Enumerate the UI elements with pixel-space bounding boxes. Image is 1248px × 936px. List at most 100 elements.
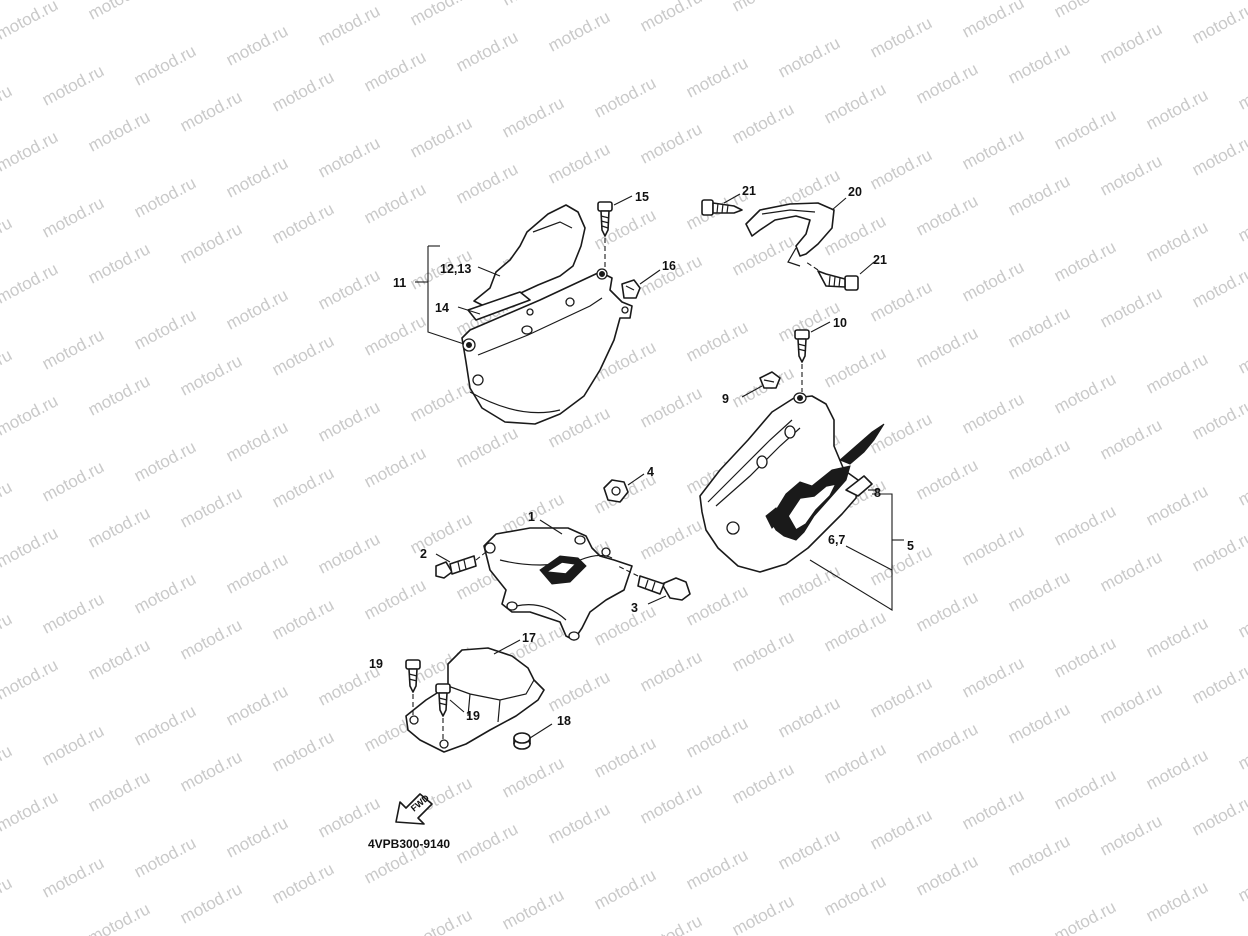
watermark-text: motod.ru: [131, 305, 199, 353]
watermark-text: motod.ru: [0, 213, 15, 261]
watermark-text: motod.ru: [85, 371, 153, 419]
watermark-text: motod.ru: [591, 601, 659, 649]
watermark-text: motod.ru: [1143, 481, 1211, 529]
watermark-text: motod.ru: [131, 569, 199, 617]
watermark-text: motod.ru: [1189, 263, 1248, 311]
bolt-2: [435, 555, 477, 579]
callout-8: 8: [874, 486, 881, 500]
screw-15: [597, 201, 613, 237]
watermark-text: motod.ru: [959, 389, 1027, 437]
watermark-text: motod.ru: [1189, 0, 1248, 48]
watermark-text: motod.ru: [591, 733, 659, 781]
watermark-text: motod.ru: [1097, 415, 1165, 463]
watermark-text: motod.ru: [1097, 679, 1165, 727]
callout-15: 15: [635, 190, 649, 204]
watermark-text: motod.ru: [1235, 725, 1248, 773]
watermark-text: motod.ru: [269, 859, 337, 907]
watermark-text: motod.ru: [269, 727, 337, 775]
callout-21-lower: 21: [873, 253, 887, 267]
watermark-text: motod.ru: [131, 437, 199, 485]
watermark-text: motod.ru: [223, 681, 291, 729]
watermark-text: motod.ru: [177, 87, 245, 135]
watermark-text: motod.ru: [959, 125, 1027, 173]
watermark-text: motod.ru: [223, 549, 291, 597]
watermark-text: motod.ru: [683, 845, 751, 893]
left-side-cover: [461, 204, 633, 425]
watermark-text: motod.ru: [453, 819, 521, 867]
watermark-text: motod.ru: [913, 191, 981, 239]
watermark-text: motod.ru: [177, 747, 245, 795]
watermark-text: motod.ru: [499, 0, 567, 10]
screw-21-upper: [701, 199, 743, 216]
watermark-text: motod.ru: [1235, 329, 1248, 377]
callout-16: 16: [662, 259, 676, 273]
panel-1: [483, 527, 633, 641]
watermark-text: motod.ru: [683, 581, 751, 629]
watermark-text: motod.ru: [775, 33, 843, 81]
watermark-text: motod.ru: [1189, 131, 1248, 179]
watermark-text: motod.ru: [39, 589, 107, 637]
watermark-text: motod.ru: [959, 0, 1027, 42]
watermark-text: motod.ru: [1005, 39, 1073, 87]
nut-16: [621, 279, 641, 299]
watermark-text: motod.ru: [131, 701, 199, 749]
watermark-text: motod.ru: [867, 541, 935, 589]
watermark-text: motod.ru: [729, 627, 797, 675]
watermark-text: motod.ru: [177, 219, 245, 267]
watermark-text: motod.ru: [1189, 527, 1248, 575]
callout-10: 10: [833, 316, 847, 330]
watermark-text: motod.ru: [85, 503, 153, 551]
diagram-code: 4VPB300-9140: [368, 837, 450, 851]
watermark-text: motod.ru: [867, 13, 935, 61]
watermark-text: motod.ru: [1097, 547, 1165, 595]
watermark-text: motod.ru: [637, 911, 705, 936]
watermark-text: motod.ru: [85, 767, 153, 815]
watermark-text: motod.ru: [1005, 567, 1073, 615]
watermark-text: motod.ru: [821, 343, 889, 391]
watermark-text: motod.ru: [1051, 369, 1119, 417]
screw-19-left: [405, 659, 421, 693]
watermark-text: motod.ru: [1235, 857, 1248, 905]
watermark-text: motod.ru: [729, 891, 797, 936]
watermark-text: motod.ru: [361, 575, 429, 623]
watermark-text: motod.ru: [39, 193, 107, 241]
callout-5: 5: [907, 539, 914, 553]
watermark-text: motod.ru: [1005, 699, 1073, 747]
watermark-text: motod.ru: [453, 423, 521, 471]
watermark-text: motod.ru: [591, 73, 659, 121]
watermark-text: motod.ru: [1189, 791, 1248, 839]
watermark-text: motod.ru: [867, 145, 935, 193]
watermark-text: motod.ru: [177, 483, 245, 531]
watermark-text: motod.ru: [637, 383, 705, 431]
callout-21-upper: 21: [742, 184, 756, 198]
watermark-text: motod.ru: [729, 99, 797, 147]
nut-9: [759, 371, 781, 389]
watermark-text: motod.ru: [1097, 19, 1165, 67]
callout-20: 20: [848, 185, 862, 199]
watermark-text: motod.ru: [223, 813, 291, 861]
watermark-text: motod.ru: [85, 239, 153, 287]
watermark-text: motod.ru: [453, 159, 521, 207]
watermark-text: motod.ru: [1143, 877, 1211, 925]
watermark-text: motod.ru: [407, 509, 475, 557]
watermark-text: motod.ru: [269, 67, 337, 115]
watermark-text: motod.ru: [39, 61, 107, 109]
watermark-text: motod.ru: [591, 865, 659, 913]
callout-labels: 1 2 3 4 5 6,7 8 9 10 11 12,13 14 15 16 1…: [369, 184, 914, 728]
watermark-text: motod.ru: [0, 81, 15, 129]
watermark-text: motod.ru: [453, 27, 521, 75]
watermark-text: motod.ru: [85, 899, 153, 936]
watermark-text: motod.ru: [39, 457, 107, 505]
watermark-text: motod.ru: [913, 59, 981, 107]
screw-10: [794, 329, 810, 363]
callout-19-left: 19: [369, 657, 383, 671]
watermark-text: motod.ru: [729, 759, 797, 807]
watermark-text: motod.ru: [1143, 745, 1211, 793]
watermark-text: motod.ru: [683, 713, 751, 761]
watermark-text: motod.ru: [1143, 0, 1211, 2]
watermark-text: motod.ru: [637, 119, 705, 167]
watermark-text: motod.ru: [0, 787, 61, 835]
watermark-text: motod.ru: [913, 323, 981, 371]
watermark-text: motod.ru: [729, 0, 797, 16]
